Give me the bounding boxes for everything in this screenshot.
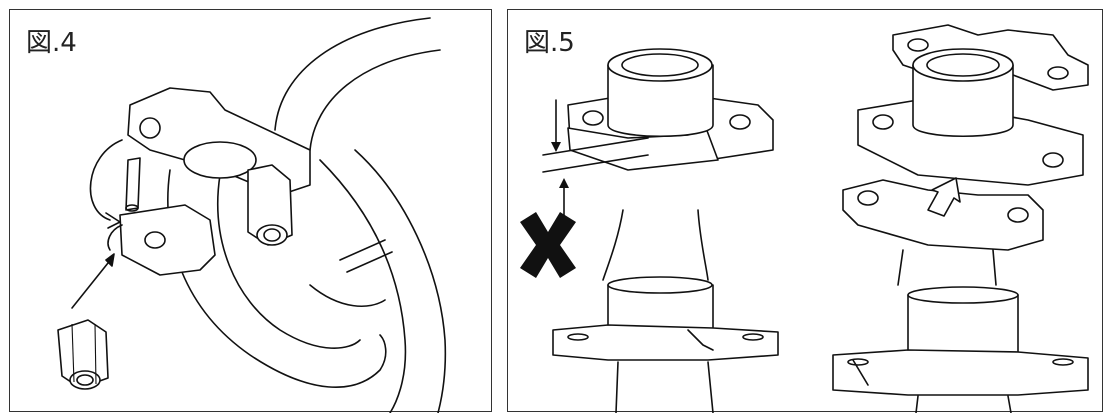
assembled-right xyxy=(832,286,1089,413)
figure-5-label: 図.5 xyxy=(524,28,575,58)
hose-loop xyxy=(167,17,447,413)
figure-4-illustration xyxy=(57,17,447,413)
figure-5-illustration xyxy=(520,24,1089,413)
loose-nut xyxy=(57,319,109,390)
assembled-left xyxy=(552,276,779,413)
incorrect-assembly xyxy=(542,48,774,281)
figure-4-label: 図.4 xyxy=(26,28,77,58)
exploded-assembly xyxy=(842,24,1089,286)
x-mark-icon xyxy=(520,212,576,278)
arrow-icon xyxy=(927,177,961,217)
pipe-with-nut xyxy=(183,141,293,246)
figure-4-panel: 図.4 xyxy=(9,9,492,413)
rotate-arrow xyxy=(89,139,123,251)
stud-pin xyxy=(125,157,141,212)
insert-arrow xyxy=(71,253,115,309)
figure-5-panel: 図.5 xyxy=(507,9,1103,413)
